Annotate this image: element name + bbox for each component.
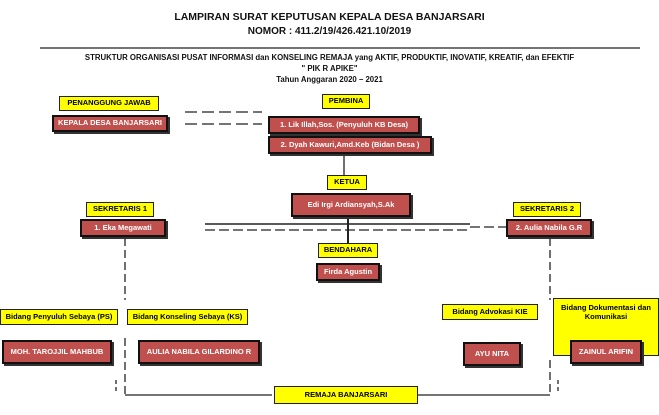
- sekretaris-2-member: 2. Aulia Nabila G.R: [506, 219, 592, 237]
- decree-number: NOMOR : 411.2/19/426.421.10/2019: [247, 26, 412, 37]
- remaja-banjarsari-label: REMAJA BANJARSARI: [274, 386, 418, 404]
- bidang-ks-label: Bidang Konseling Sebaya (KS): [127, 309, 248, 325]
- pembina-member-2: 2. Dyah Kawuri,Amd.Keb (Bidan Desa ): [268, 136, 432, 154]
- bidang-kie-label: Bidang Advokasi KIE: [442, 304, 538, 320]
- penanggung-jawab-member: KEPALA DESA BANJARSARI: [52, 115, 168, 132]
- pembina-member-1: 1. Lik Illah,Sos. (Penyuluh KB Desa): [268, 116, 420, 134]
- page-title: LAMPIRAN SURAT KEPUTUSAN KEPALA DESA BAN…: [174, 11, 485, 23]
- bendahara-label: BENDAHARA: [318, 243, 378, 258]
- pembina-label: PEMBINA: [322, 94, 370, 109]
- sekretaris-1-label: SEKRETARIS 1: [86, 202, 154, 217]
- fiscal-year: Tahun Anggaran 2020 – 2021: [276, 75, 383, 84]
- penanggung-jawab-label: PENANGGUNG JAWAB: [59, 96, 159, 111]
- ketua-member: Edi Irgi Ardiansyah,S.Ak: [291, 193, 411, 217]
- ketua-label: KETUA: [327, 175, 367, 190]
- bidang-dokumentasi-member: ZAINUL ARIFIN: [570, 340, 642, 364]
- sekretaris-2-label: SEKRETARIS 2: [513, 202, 581, 217]
- structure-name: " PIK R APIKE": [301, 64, 358, 73]
- bidang-ps-label: Bidang Penyuluh Sebaya (PS): [0, 309, 118, 325]
- bidang-ps-member: MOH. TAROJJIL MAHBUB: [2, 340, 112, 364]
- bidang-ks-member: AULIA NABILA GILARDINO R: [138, 340, 260, 364]
- sekretaris-1-member: 1. Eka Megawati: [80, 219, 166, 237]
- structure-title: STRUKTUR ORGANISASI PUSAT INFORMASI dan …: [84, 53, 575, 62]
- bidang-kie-member: AYU NITA: [463, 342, 521, 366]
- bendahara-member: Firda Agustin: [316, 263, 380, 281]
